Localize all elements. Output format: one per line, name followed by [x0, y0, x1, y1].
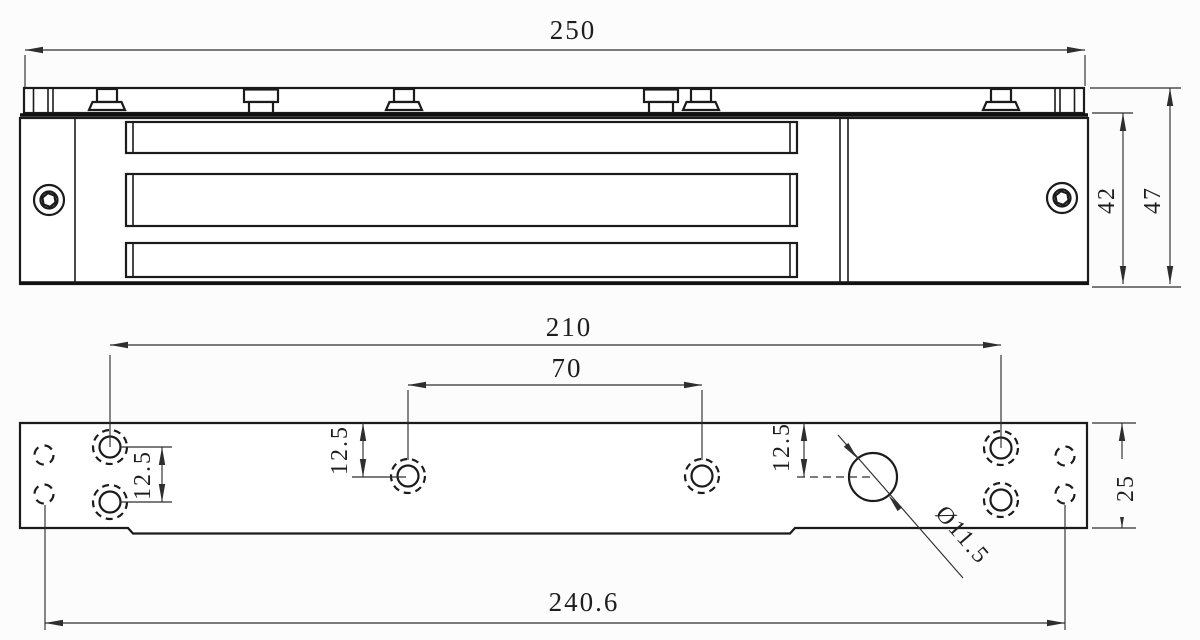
bottom-view: Ø11.5 210 70 12.5 — [18, 312, 1139, 630]
dim-center-hole-spacing: 70 — [407, 353, 703, 460]
dim-210-label: 210 — [546, 312, 593, 342]
dim-25-label: 25 — [1113, 474, 1139, 502]
cap-screw — [242, 88, 280, 115]
flanged-screw — [87, 87, 127, 112]
dim-left-hole-pitch: 12.5 — [120, 446, 172, 503]
lamination-slot — [124, 241, 799, 279]
mounting-hole — [683, 457, 721, 495]
socket-screw-left — [32, 183, 66, 217]
dim-250-label: 250 — [550, 15, 597, 45]
mounting-plate-profile — [22, 86, 1086, 115]
flanged-screw — [384, 87, 424, 112]
dim-125-mid-label: 12.5 — [327, 425, 353, 475]
corner-hole — [33, 483, 55, 505]
lamination-slot — [124, 172, 799, 228]
corner-hole — [33, 444, 55, 466]
flanged-screw — [681, 87, 721, 112]
dim-47-label: 47 — [1140, 186, 1166, 214]
dim-plate-width: 25 — [1092, 422, 1139, 529]
dim-125-left-label: 12.5 — [130, 450, 156, 500]
lamination-slot — [124, 120, 799, 155]
corner-hole — [1054, 483, 1076, 505]
dim-outer-hole-spacing: 210 — [109, 312, 1002, 448]
dim-25-label-mask — [1112, 459, 1137, 517]
dim-corner-hole-spacing: 240.6 — [44, 505, 1066, 630]
socket-screw-right — [1045, 181, 1079, 215]
dim-overall-height: 47 — [1090, 87, 1181, 288]
side-view: 250 42 47 — [18, 15, 1181, 288]
dim-70-label: 70 — [552, 353, 583, 383]
cap-screw — [642, 88, 680, 115]
plate-end-spacers — [32, 88, 1076, 113]
dim-2406-label: 240.6 — [549, 587, 620, 617]
corner-hole — [1054, 445, 1076, 467]
dim-body-height: 42 — [1092, 112, 1133, 284]
mounting-hole — [982, 481, 1020, 519]
dim-42-label: 42 — [1094, 186, 1120, 214]
dim-wire-hole-offset: 12.5 — [769, 422, 871, 478]
housing-plate-outline — [18, 421, 1089, 535]
dim-overall-length: 250 — [24, 15, 1086, 87]
dim-center-hole-offset: 12.5 — [327, 423, 406, 478]
dim-125-right-label: 12.5 — [769, 422, 795, 472]
mounting-hole — [389, 457, 427, 495]
flanged-screw — [981, 87, 1021, 112]
